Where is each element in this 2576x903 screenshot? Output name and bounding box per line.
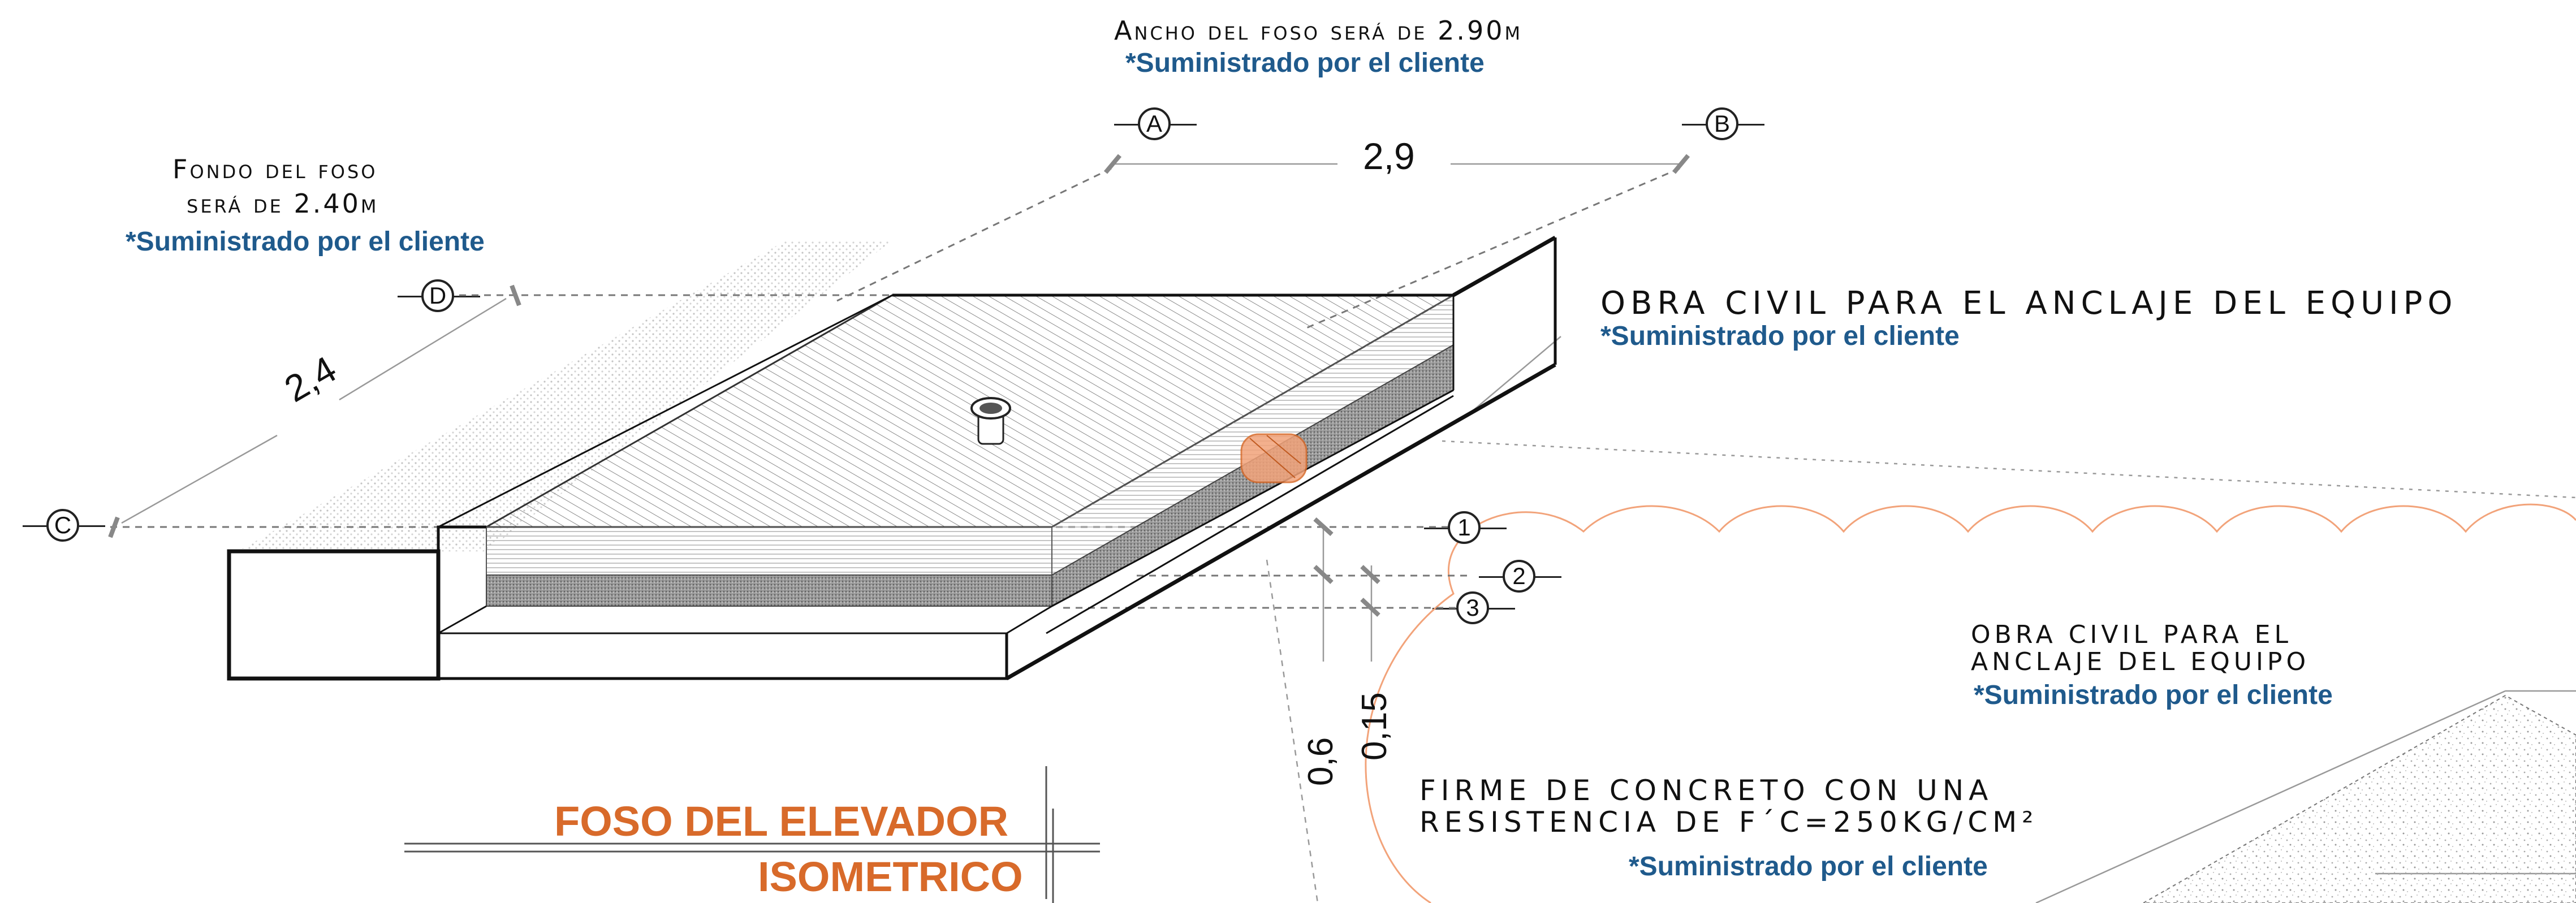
layer-dimension-0-6: 0,6	[1301, 737, 1340, 786]
grid-marker-3: 3	[1432, 591, 1515, 624]
note-firme-line2: RESISTENCIA DE F´C=250KG/CM²	[1419, 806, 2039, 839]
note-fondo-line2: será de 2.40m	[187, 188, 379, 219]
title-block-lines	[404, 766, 1100, 903]
pit-front-upper-layer	[486, 526, 1052, 576]
revision-cloud	[1365, 503, 2576, 903]
note-ancho-supplied: *Suministrado por el cliente	[1125, 48, 1485, 78]
note-obra-civil-right-line2: ANCLAJE DEL EQUIPO	[1971, 647, 2310, 676]
note-fondo-supplied: *Suministrado por el cliente	[126, 227, 485, 257]
note-obra-civil-right-line1: OBRA CIVIL PARA EL	[1971, 620, 2292, 649]
grid-marker-2: 2	[1479, 560, 1561, 593]
grid-marker-a: A	[1114, 107, 1197, 140]
concrete-block	[2142, 694, 2576, 903]
dimension-ticks	[108, 154, 1690, 617]
width-dimension-label: 2,9	[1363, 135, 1415, 177]
pit-outline	[227, 235, 1557, 681]
note-obra-civil-main: OBRA CIVIL PARA EL ANCLAJE DEL EQUIPO	[1600, 285, 2458, 322]
grid-marker-d: D	[398, 279, 480, 312]
note-obra-civil-main-supplied: *Suministrado por el cliente	[1600, 321, 1960, 351]
note-firme-line1: FIRME DE CONCRETO CON UNA	[1419, 774, 1994, 807]
layer-dimension-0-15: 0,15	[1355, 692, 1394, 761]
grid-marker-b: B	[1682, 107, 1764, 140]
grid-marker-1: 1	[1424, 511, 1507, 544]
note-firme-supplied: *Suministrado por el cliente	[1629, 852, 1988, 882]
grid-marker-c: C	[23, 509, 105, 542]
drawing-subtitle: ISOMETRICO	[758, 853, 1023, 900]
dimension-lines	[121, 163, 2576, 903]
note-obra-civil-right-supplied: *Suministrado por el cliente	[1974, 680, 2333, 710]
anchor-highlight	[1240, 433, 1308, 483]
pit-front-dense-layer	[486, 574, 1052, 607]
drawing-title: FOSO DEL ELEVADOR	[554, 798, 1009, 845]
ground-patch	[238, 240, 892, 551]
drain-fixture	[970, 397, 1011, 445]
note-ancho-del-foso: Ancho del foso será de 2.90m	[1114, 15, 1523, 46]
note-fondo-line1: Fondo del foso	[172, 154, 378, 184]
